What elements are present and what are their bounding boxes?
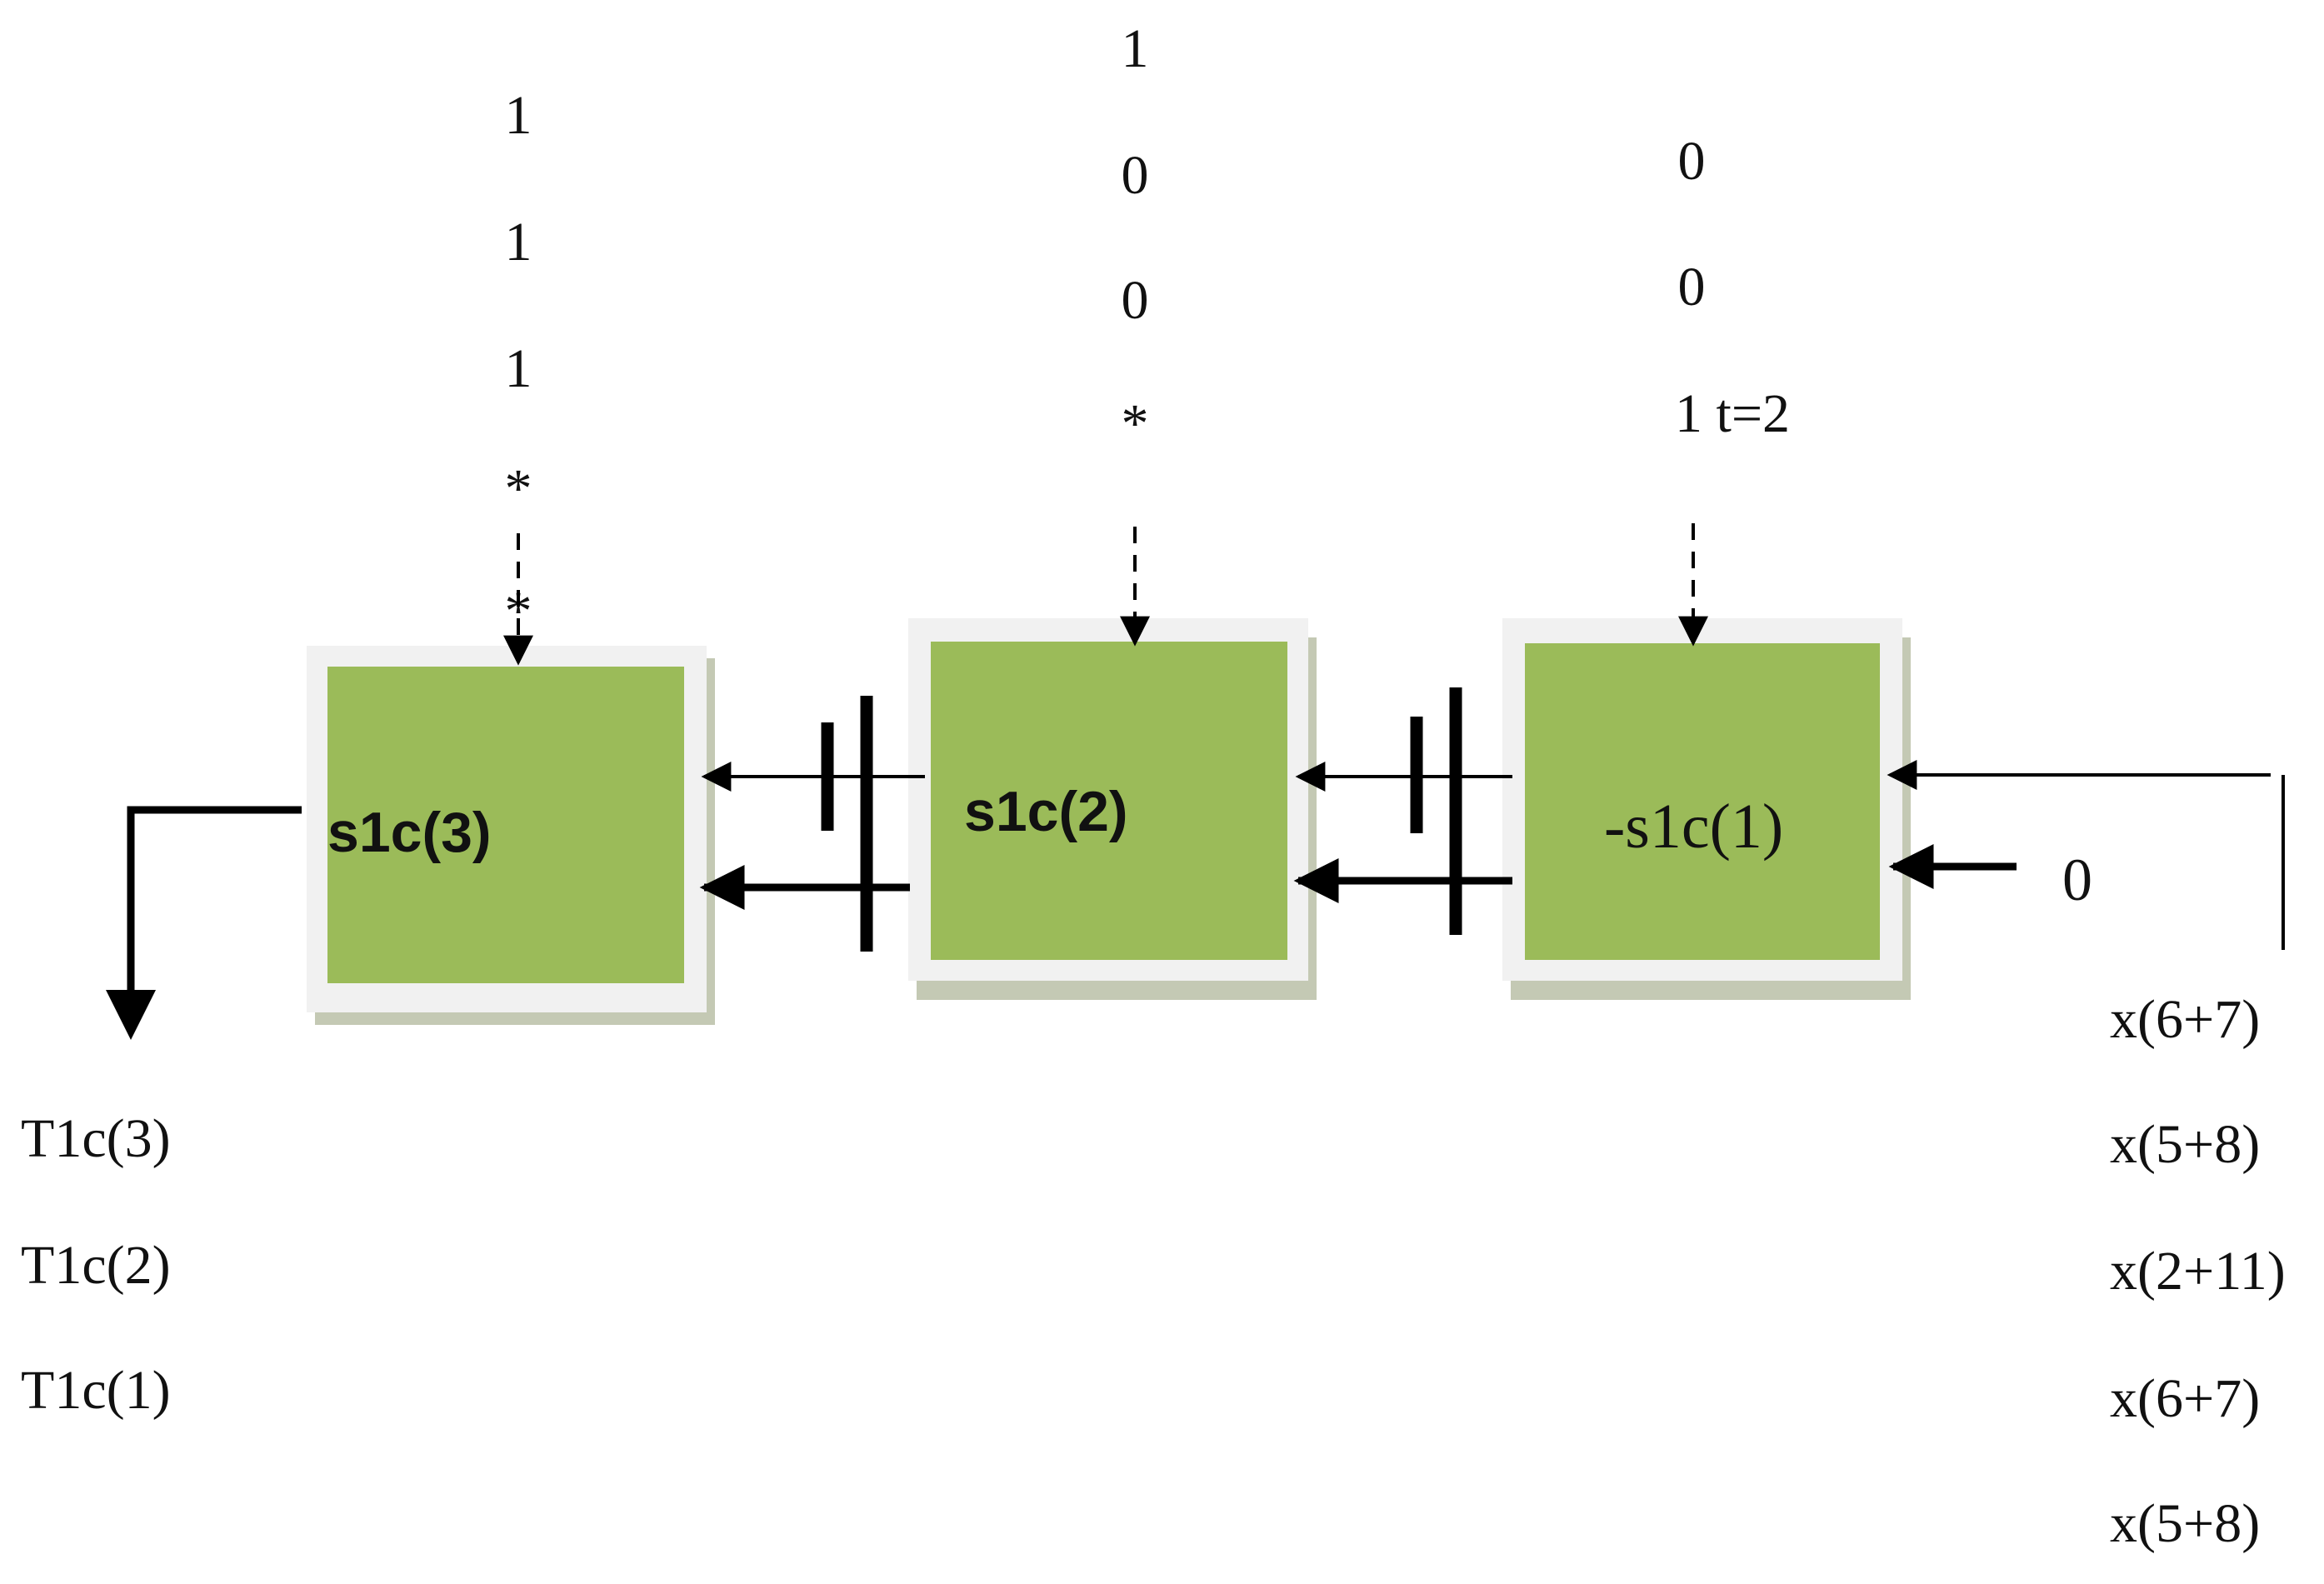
- block-body: [1525, 643, 1880, 960]
- column-c3-values: 1 1 1 * *: [505, 85, 532, 642]
- column-value: 1: [505, 212, 532, 272]
- block-label: -s1c(1): [1604, 792, 1783, 862]
- output-arrowhead: [106, 990, 156, 1040]
- input-label: x(5+8): [2110, 1493, 2260, 1554]
- column-value: 1 t=2: [1675, 383, 1790, 444]
- input-label: x(6+7): [2110, 1368, 2260, 1429]
- block-s1c1: -s1c(1): [1502, 618, 1911, 1000]
- column-value: *: [505, 458, 532, 519]
- column-value: 1: [505, 85, 532, 146]
- column-value: 0: [1122, 270, 1149, 331]
- input-label: x(2+11): [2110, 1241, 2286, 1302]
- block-label: s1c(2): [964, 780, 1128, 843]
- output-label: T1c(3): [21, 1108, 171, 1169]
- block-body: [931, 642, 1287, 960]
- input-labels: x(6+7) x(5+8) x(2+11) x(6+7) x(5+8): [2110, 989, 2286, 1554]
- block-label: s1c(3): [327, 801, 492, 864]
- column-value: *: [1122, 393, 1149, 454]
- link-s1c1-to-s1c2: [1293, 687, 1512, 935]
- block-s1c3: s1c(3): [307, 646, 715, 1025]
- input-label: x(5+8): [2110, 1114, 2260, 1175]
- link-s1c2-to-s1c3: [699, 696, 925, 952]
- input-label: x(6+7): [2110, 989, 2260, 1050]
- output-labels: T1c(3) T1c(2) T1c(1): [21, 1108, 171, 1421]
- column-value: 0: [1678, 131, 1706, 192]
- column-value: 1: [505, 338, 532, 399]
- column-value: 1: [1122, 18, 1149, 79]
- output-path: [127, 806, 302, 992]
- block-s1c2: s1c(2): [908, 618, 1317, 1000]
- output-label: T1c(2): [21, 1235, 171, 1296]
- column-value: 0: [1122, 145, 1149, 206]
- right-inputs: 0: [1887, 760, 2285, 950]
- zero-input-label: 0: [2062, 847, 2092, 913]
- column-c1-values: 0 0 1 t=2: [1675, 131, 1790, 444]
- column-c2-values: 1 0 0 *: [1122, 18, 1149, 454]
- block-body: [327, 667, 684, 983]
- output-label: T1c(1): [21, 1360, 171, 1421]
- column-value: 0: [1678, 257, 1706, 317]
